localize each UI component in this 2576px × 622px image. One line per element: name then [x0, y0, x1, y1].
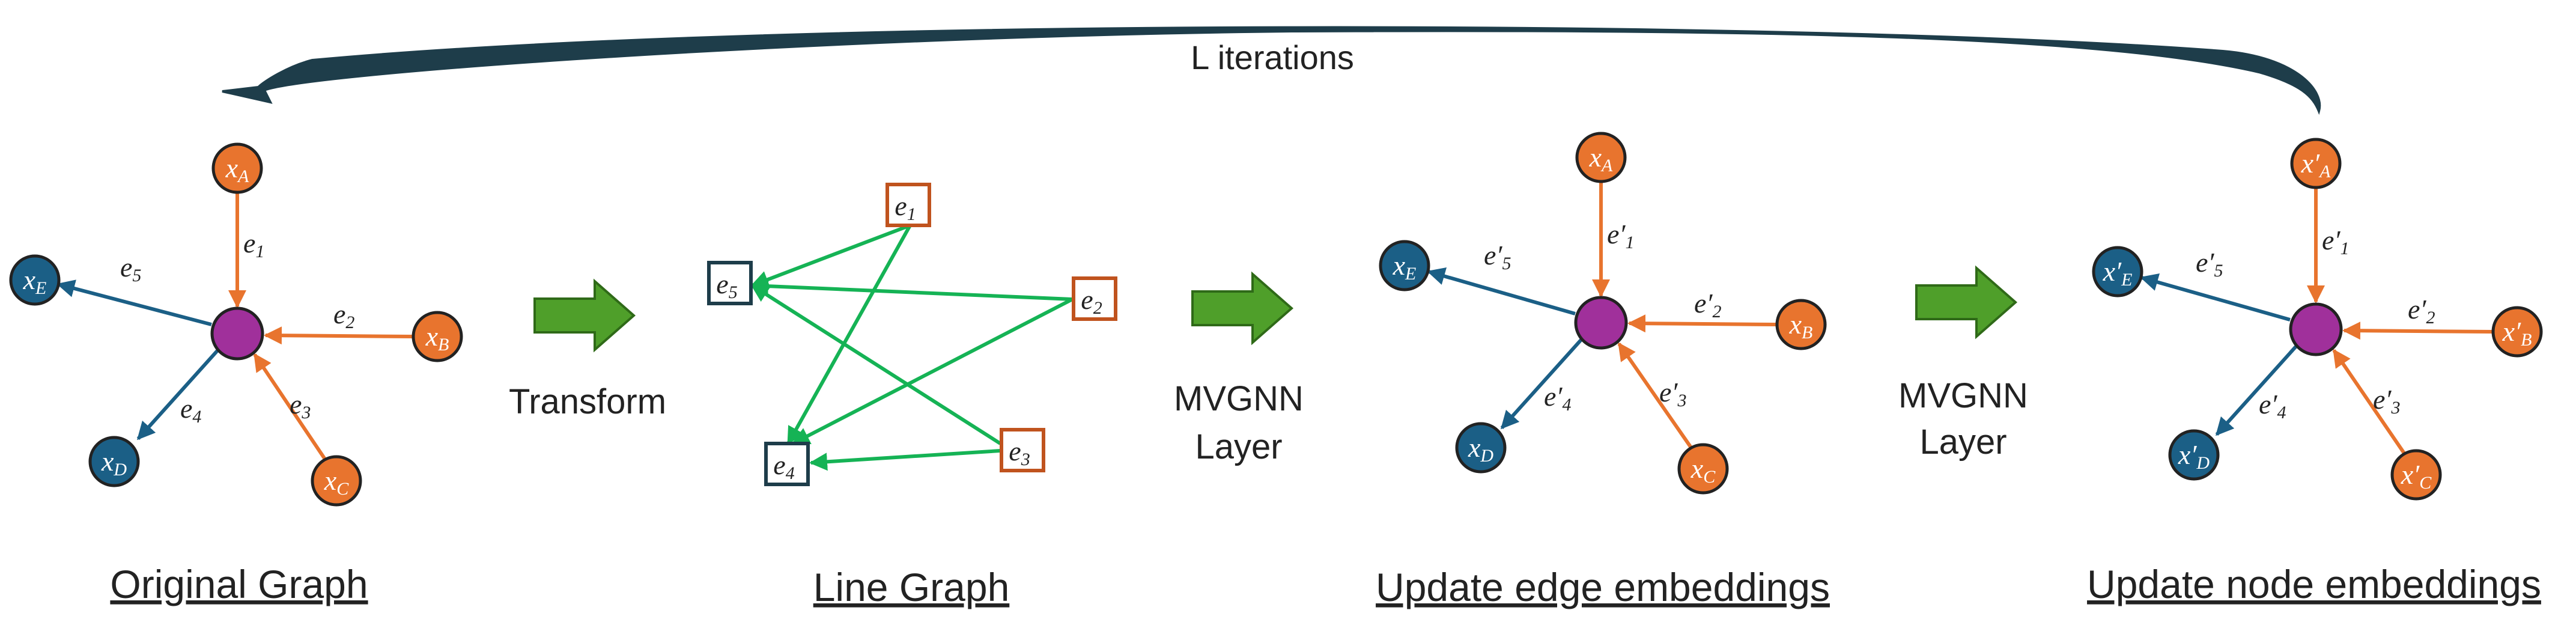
svg-text:e′5: e′5 [1484, 240, 1511, 273]
svg-text:x′E: x′E [2103, 256, 2133, 290]
title-update-node: Update node embeddings [2087, 562, 2541, 606]
svg-text:e4: e4 [773, 450, 794, 483]
svg-text:e′1: e′1 [2322, 225, 2349, 258]
node-xD: xD [88, 436, 140, 487]
svg-text:e3: e3 [1009, 436, 1030, 469]
transform-arrow [533, 278, 636, 353]
label-e5: e5 [120, 252, 141, 285]
svg-text:xD: xD [101, 446, 127, 480]
svg-text:e′2: e′2 [2408, 294, 2435, 328]
node-update-node-xE: x′E [2092, 246, 2143, 297]
node-xB: xB [412, 311, 463, 362]
node-update-node-xA: x′A [2290, 138, 2342, 189]
node-update-graph: x′A x′B x′C x′D x′E e′1 e′2 e′3 e′4 e′5 [2092, 138, 2543, 501]
svg-text:xC: xC [1690, 453, 1716, 487]
edge-update-node-xE: xE [1379, 240, 1430, 291]
node-update-node-xD: x′D [2168, 429, 2220, 481]
transform-label: Transform [509, 382, 666, 421]
svg-text:e′3: e′3 [1659, 377, 1686, 410]
title-original-graph: Original Graph [110, 562, 368, 606]
svg-text:e2: e2 [1081, 284, 1102, 318]
svg-text:x′A: x′A [2301, 148, 2331, 181]
line-graph: e1 e2 e3 e4 e5 [707, 183, 1117, 486]
original-graph: xA xB xC xD xE e1 e2 e3 e4 e5 [9, 142, 463, 507]
svg-text:e5: e5 [716, 269, 737, 302]
svg-text:xE: xE [23, 264, 47, 298]
edge-update-node-xB: xB [1775, 299, 1827, 350]
loop-arrow [222, 26, 2321, 115]
label-e4: e4 [180, 393, 201, 427]
mvgnn-label-1: MVGNN [1174, 379, 1304, 418]
edge-update-graph: xA xB xC xD xE e′1 e′2 e′3 e′4 e′5 [1379, 132, 1827, 495]
svg-text:x′D: x′D [2178, 439, 2210, 473]
mvgnn-layer-1: Layer [1195, 427, 1282, 466]
svg-text:xA: xA [225, 153, 249, 186]
line-node-e1: e1 [886, 183, 931, 227]
edge-update-node-xC: xC [1677, 443, 1729, 495]
node-xA: xA [211, 142, 263, 194]
label-e1: e1 [243, 228, 264, 261]
node-xC: xC [311, 455, 362, 507]
svg-text:xE: xE [1393, 250, 1417, 284]
svg-text:xA: xA [1589, 142, 1613, 175]
svg-text:xB: xB [425, 321, 449, 355]
line-node-e5: e5 [707, 261, 753, 305]
line-node-e3: e3 [1000, 428, 1045, 472]
svg-text:x′B: x′B [2502, 316, 2532, 350]
edge-e2 [264, 326, 414, 345]
mvgnn-arrow-1 [1191, 271, 1294, 346]
svg-text:e′2: e′2 [1694, 288, 1721, 322]
line-node-e2: e2 [1072, 276, 1117, 321]
svg-text:x′C: x′C [2401, 459, 2432, 493]
node-update-node-xC: x′C [2390, 449, 2442, 501]
center-node [210, 306, 264, 361]
svg-text:e′1: e′1 [1607, 219, 1634, 252]
title-update-edge: Update edge embeddings [1376, 565, 1830, 609]
edge-e4 [136, 347, 221, 441]
label-e3: e3 [290, 389, 311, 422]
svg-text:xB: xB [1789, 309, 1813, 343]
loop-label: L iterations [1191, 38, 1354, 76]
edge-e5 [56, 279, 212, 326]
title-line-graph: Line Graph [813, 565, 1010, 609]
edge-update-node-xA: xA [1575, 132, 1627, 183]
node-update-node-xB: x′B [2491, 306, 2543, 358]
svg-text:e′3: e′3 [2373, 384, 2400, 418]
edge-e3 [253, 353, 329, 464]
mvgnn-arrow-2 [1915, 265, 2018, 340]
line-node-e4: e4 [764, 442, 810, 486]
svg-text:e1: e1 [895, 191, 916, 224]
edge-update-node-xD: xD [1455, 422, 1507, 474]
mvgnn-layer-2: Layer [1919, 422, 2006, 462]
label-e2: e2 [333, 299, 354, 332]
svg-text:e′4: e′4 [1544, 381, 1571, 415]
node-xE: xE [9, 254, 61, 306]
svg-text:e′5: e′5 [2196, 247, 2223, 281]
svg-text:e′4: e′4 [2259, 389, 2286, 422]
svg-text:xC: xC [324, 465, 349, 499]
svg-text:xD: xD [1468, 432, 1493, 466]
mvgnn-label-2: MVGNN [1898, 376, 2028, 415]
